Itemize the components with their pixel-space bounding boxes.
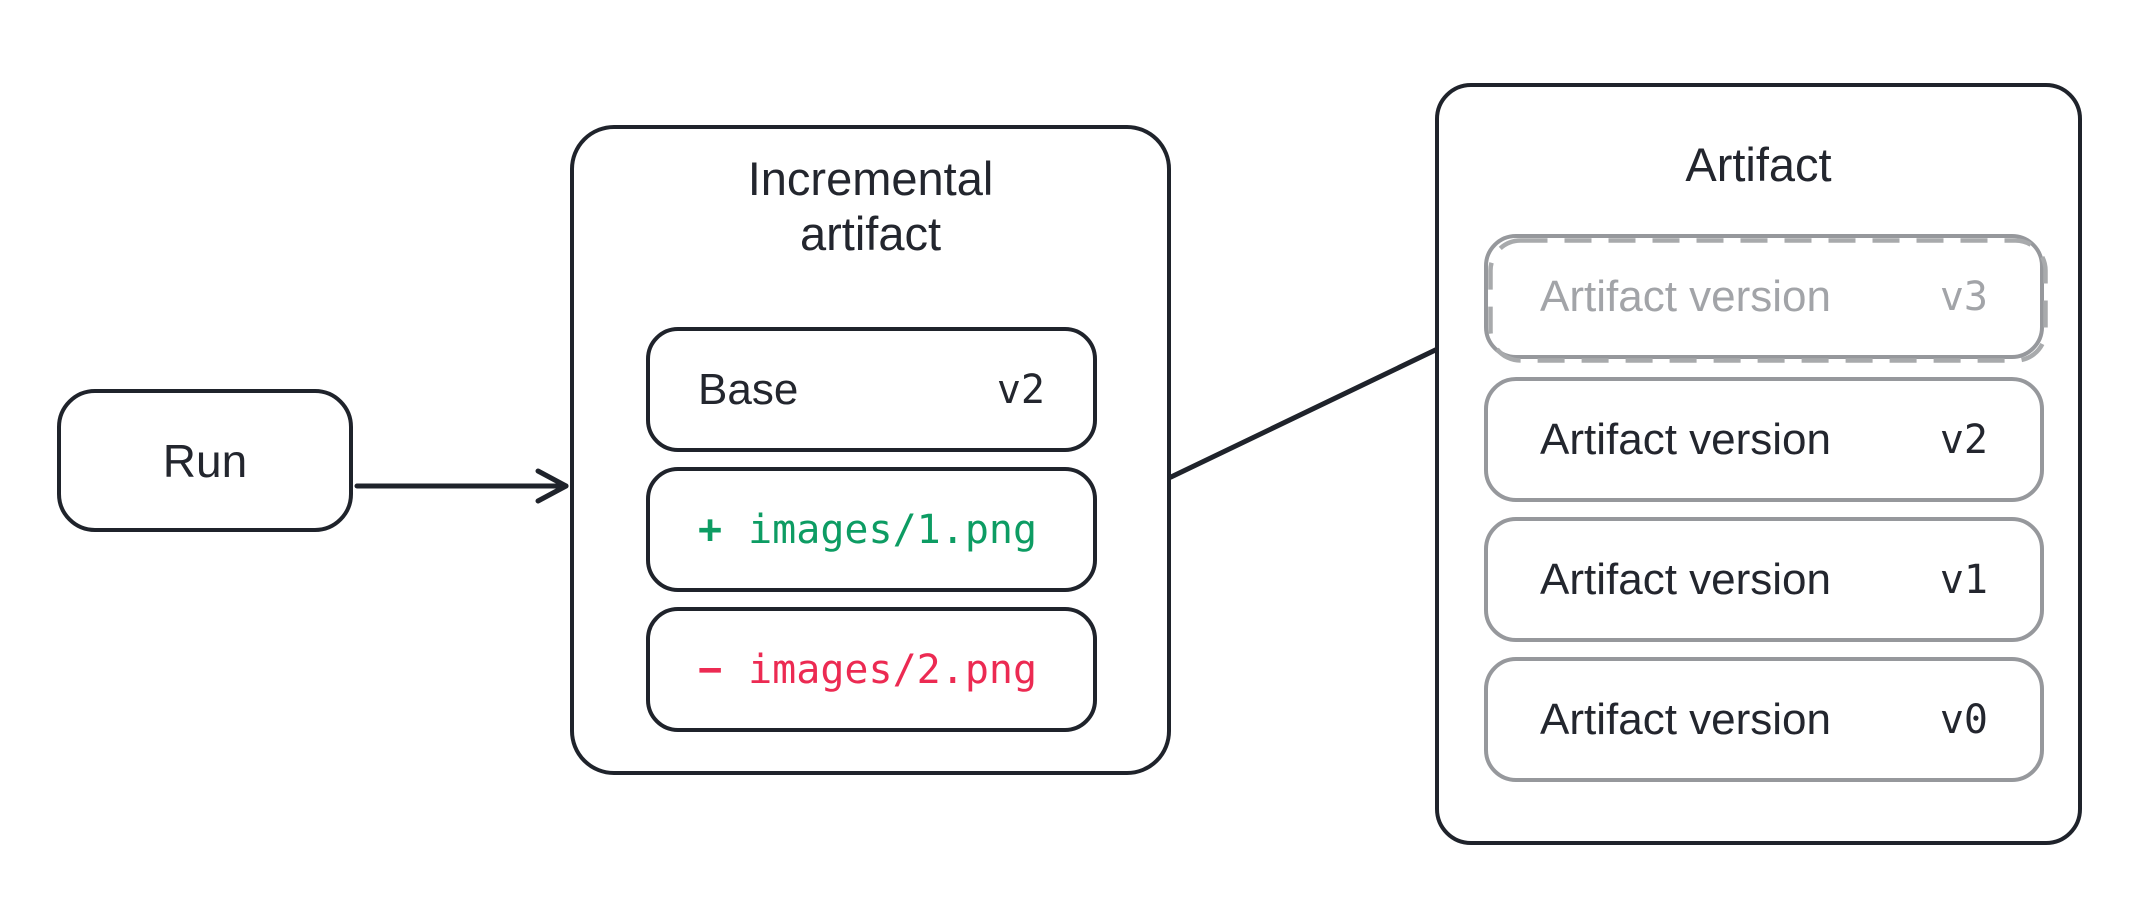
arrow-run-to-incremental — [354, 468, 569, 504]
arrow-incremental-to-artifact — [1168, 327, 1478, 480]
base-label: Base — [698, 364, 799, 414]
artifact-title: Artifact — [1685, 138, 1832, 191]
base-version-pill: Base v2 — [646, 327, 1097, 452]
artifact-version-pill: Artifact version v0 — [1484, 657, 2044, 782]
added-file-pill: + images/1.png — [646, 467, 1097, 592]
artifact-version-pill-pending: Artifact version v3 — [1484, 234, 2048, 363]
run-node: Run — [57, 389, 353, 532]
minus-icon: − — [698, 646, 723, 693]
incremental-title-line2: artifact — [799, 207, 942, 261]
run-label: Run — [162, 434, 248, 487]
version-label: Artifact version — [1540, 694, 1831, 744]
pending-version-label: Artifact version — [1540, 271, 1831, 321]
version-value: v2 — [1939, 416, 1988, 463]
incremental-artifact-title: Incremental artifact — [574, 151, 1167, 262]
added-file-path: images/1.png — [748, 506, 1038, 553]
version-label: Artifact version — [1540, 554, 1831, 604]
incremental-artifact-node: Incremental artifact Base v2 + images/1.… — [570, 125, 1171, 775]
pending-version-value: v3 — [1939, 273, 1988, 320]
version-value: v1 — [1939, 556, 1988, 603]
base-version-value: v2 — [996, 366, 1045, 413]
removed-file-pill: − images/2.png — [646, 607, 1097, 732]
artifact-version-pill: Artifact version v1 — [1484, 517, 2044, 642]
incremental-title-line1: Incremental — [747, 152, 994, 205]
version-label: Artifact version — [1540, 414, 1831, 464]
removed-file-path: images/2.png — [748, 646, 1038, 693]
artifact-version-pill: Artifact version v2 — [1484, 377, 2044, 502]
version-value: v0 — [1939, 696, 1988, 743]
plus-icon: + — [698, 506, 723, 553]
artifact-node: Artifact Artifact version v3 Artifact ve… — [1435, 83, 2082, 845]
